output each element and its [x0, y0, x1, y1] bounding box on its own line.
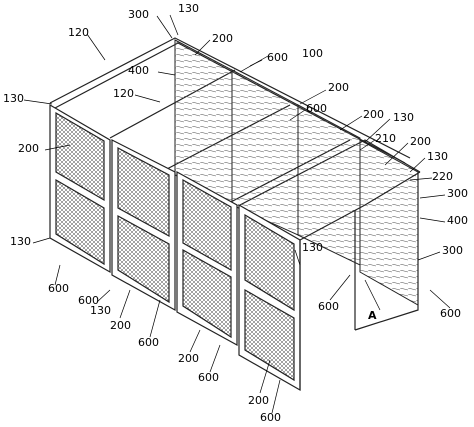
- label-A: A: [368, 309, 377, 322]
- label-400-r: 400: [447, 214, 468, 227]
- label-200-d: 200: [410, 135, 431, 148]
- label-200-a: 200: [212, 32, 233, 45]
- side-frame: [299, 171, 421, 390]
- label-130-top: 130: [178, 2, 199, 15]
- label-600-g: 600: [198, 371, 219, 384]
- label-130-left: 130: [3, 92, 24, 105]
- label-120-top: 120: [68, 26, 89, 39]
- leader-lines: [23, 14, 451, 414]
- label-300-r: 300: [447, 187, 468, 200]
- label-600-b: 600: [306, 102, 327, 115]
- label-600-e: 600: [78, 294, 99, 307]
- label-210: 210: [375, 132, 396, 145]
- label-130-bot: 130: [302, 241, 323, 254]
- label-130-l2: 130: [10, 235, 31, 248]
- label-400-top: 400: [128, 64, 149, 77]
- label-200-e: 200: [110, 319, 131, 332]
- label-600-f: 600: [440, 307, 461, 320]
- label-130-right: 130: [393, 111, 414, 124]
- label-200-c: 200: [363, 108, 384, 121]
- label-600-l: 600: [318, 300, 339, 313]
- label-600-d: 600: [138, 336, 159, 349]
- label-200-f: 200: [178, 352, 199, 365]
- label-220: 220: [432, 170, 453, 183]
- label-130-mid: 130: [90, 304, 111, 317]
- label-600-a: 600: [267, 51, 288, 64]
- label-200-left: 200: [18, 142, 39, 155]
- label-200-b: 200: [328, 81, 349, 94]
- label-100: 100: [302, 47, 323, 60]
- label-300-top: 300: [128, 8, 149, 21]
- label-130-r2: 130: [427, 150, 448, 163]
- label-600-h: 600: [260, 411, 281, 424]
- label-120-mid: 120: [113, 87, 134, 100]
- label-300-r2: 300: [442, 244, 463, 257]
- front-panels: [49, 103, 301, 392]
- label-200-g: 200: [248, 394, 269, 407]
- label-600-c: 600: [48, 282, 69, 295]
